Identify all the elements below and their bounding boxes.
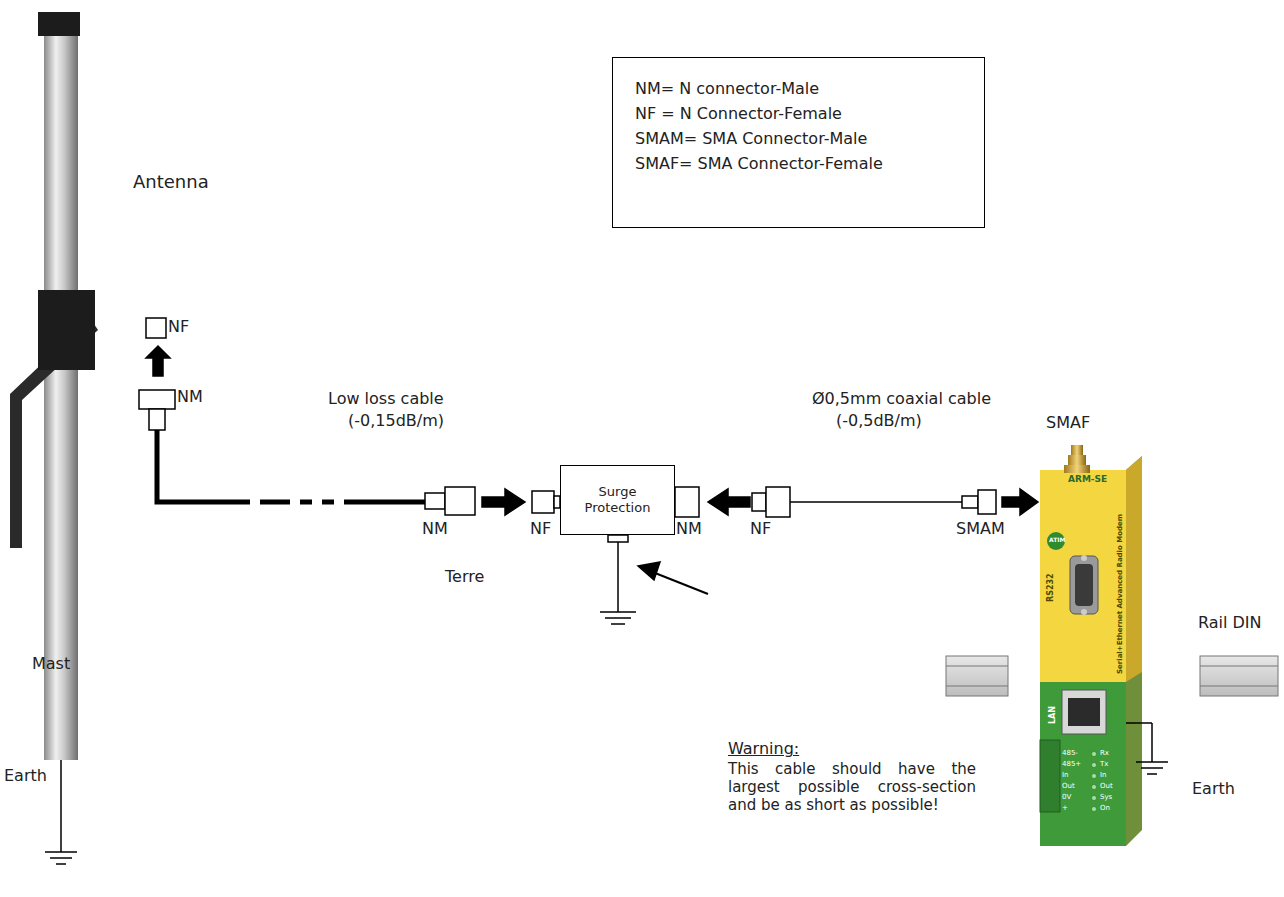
abbreviation-box: NM= N connector-MaleNF = N Connector-Fem…: [612, 57, 985, 228]
device-label: LAN: [1048, 706, 1057, 724]
label: Warning:: [728, 740, 799, 758]
label: NM: [676, 520, 702, 538]
node-text: NM= N connector-Male: [635, 76, 962, 101]
device-label: ARM-SE: [1068, 474, 1107, 484]
device-label: Serial+Ethernet Advanced Radio Modem: [1116, 514, 1124, 674]
label: This cable should have the largest possi…: [728, 760, 976, 814]
surge-protection-box: Surge Protection: [560, 465, 675, 535]
device-label: In: [1062, 771, 1069, 779]
device-label: 485+: [1062, 760, 1081, 768]
device-label: In: [1100, 771, 1107, 779]
surge-earth: [600, 535, 708, 624]
label: NF: [750, 520, 771, 538]
label: (-0,5dB/m): [836, 412, 922, 430]
label: Antenna: [133, 172, 209, 193]
label: NM: [422, 520, 448, 538]
device-label: +: [1062, 804, 1068, 812]
radio-modem: [1040, 445, 1142, 846]
label: Mast: [32, 655, 70, 673]
device-label: ATIM: [1049, 537, 1065, 544]
device-label: 0V: [1062, 793, 1071, 801]
device-label: RS232: [1046, 573, 1055, 602]
label: Low loss cable: [328, 390, 444, 408]
node-text: Surge Protection: [576, 484, 660, 516]
label: SMAM: [956, 520, 1005, 538]
node-text: SMAF= SMA Connector-Female: [635, 151, 962, 176]
device-label: Out: [1100, 782, 1113, 790]
label: Rail DIN: [1198, 614, 1262, 632]
label: NM: [177, 388, 203, 406]
device-label: Rx: [1100, 749, 1109, 757]
label: SMAF: [1046, 414, 1090, 432]
device-label: On: [1100, 804, 1110, 812]
label: NF: [530, 520, 551, 538]
label: Earth: [1192, 780, 1235, 798]
label: (-0,15dB/m): [348, 412, 444, 430]
antenna-mast: [10, 12, 98, 864]
low-loss-cable: [139, 318, 560, 515]
label: Ø0,5mm coaxial cable: [812, 390, 991, 408]
label: NF: [168, 318, 189, 336]
device-label: Out: [1062, 782, 1075, 790]
label: Terre: [445, 568, 484, 586]
device-label: Sys: [1100, 793, 1112, 801]
label: Earth: [4, 767, 47, 785]
node-text: SMAM= SMA Connector-Male: [635, 126, 962, 151]
modem-earth: [1126, 723, 1168, 774]
coaxial-cable: [675, 487, 1038, 517]
device-label: 485-: [1062, 749, 1078, 757]
device-label: Tx: [1100, 760, 1108, 768]
node-text: NF = N Connector-Female: [635, 101, 962, 126]
